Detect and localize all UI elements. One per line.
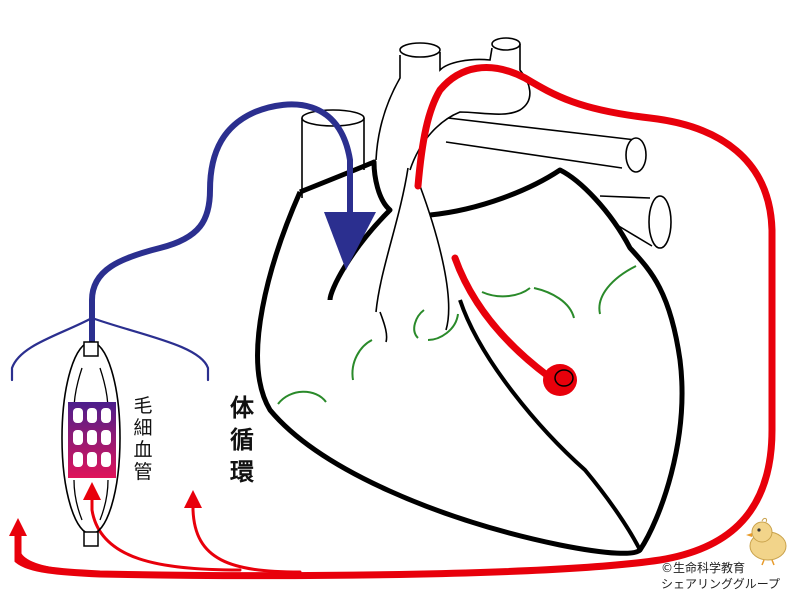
artery-arrowhead-middle bbox=[83, 482, 101, 500]
aorta-origin-inner bbox=[554, 369, 574, 387]
copyright-line-1: ©生命科学教育 bbox=[661, 561, 746, 575]
pulmonary-artery-left-opening bbox=[648, 195, 672, 249]
arterial-flow bbox=[14, 64, 776, 580]
pulmonary-artery-right-opening bbox=[625, 137, 647, 173]
vein-branch-left bbox=[10, 316, 94, 382]
valves bbox=[277, 265, 637, 405]
copyright-line-2: シェアリンググループ bbox=[661, 577, 781, 591]
artery-arrowhead-left bbox=[9, 518, 27, 536]
pulmonary-artery bbox=[445, 117, 653, 247]
valve-arc bbox=[277, 390, 327, 405]
valve-arc bbox=[351, 339, 373, 381]
artery-branch-right bbox=[191, 498, 302, 574]
valve-arc bbox=[427, 313, 459, 341]
brachiocephalic-opening bbox=[399, 42, 441, 58]
capillary-top-connector bbox=[83, 341, 99, 357]
copyright-text: ©生命科学教育 シェアリンググループ bbox=[661, 560, 780, 592]
heart-outline bbox=[255, 159, 685, 556]
great-vessels bbox=[301, 37, 672, 343]
capillary-bed bbox=[61, 341, 121, 547]
capillary-bottom-connector bbox=[83, 531, 99, 547]
valve-arc bbox=[598, 265, 637, 315]
ascending-aorta bbox=[375, 167, 450, 343]
aorta-origin-opening bbox=[543, 364, 577, 396]
artery-arrowhead-right bbox=[184, 490, 202, 508]
chick-mascot-icon bbox=[746, 518, 787, 566]
carotid-opening bbox=[491, 37, 521, 51]
vein-main bbox=[89, 101, 353, 345]
artery-branch-middle bbox=[90, 490, 242, 572]
aortic-arch bbox=[375, 44, 531, 171]
valve-arc bbox=[533, 287, 575, 319]
artery-branch-left bbox=[16, 546, 152, 575]
valve-arc bbox=[481, 287, 531, 298]
capillary-label: 毛細血管 bbox=[133, 395, 153, 483]
systemic-circulation-label: 体循環 bbox=[230, 394, 254, 486]
interventricular-line bbox=[458, 299, 642, 551]
vein-branch-right bbox=[90, 316, 210, 382]
capillary-inner-lines bbox=[73, 367, 109, 521]
venous-flow bbox=[10, 101, 353, 382]
tissue-cells bbox=[73, 408, 111, 467]
vein-arrowhead bbox=[324, 212, 376, 270]
superior-vena-cava bbox=[301, 118, 365, 198]
valve-arc bbox=[413, 309, 425, 339]
aorta-path bbox=[14, 64, 776, 580]
